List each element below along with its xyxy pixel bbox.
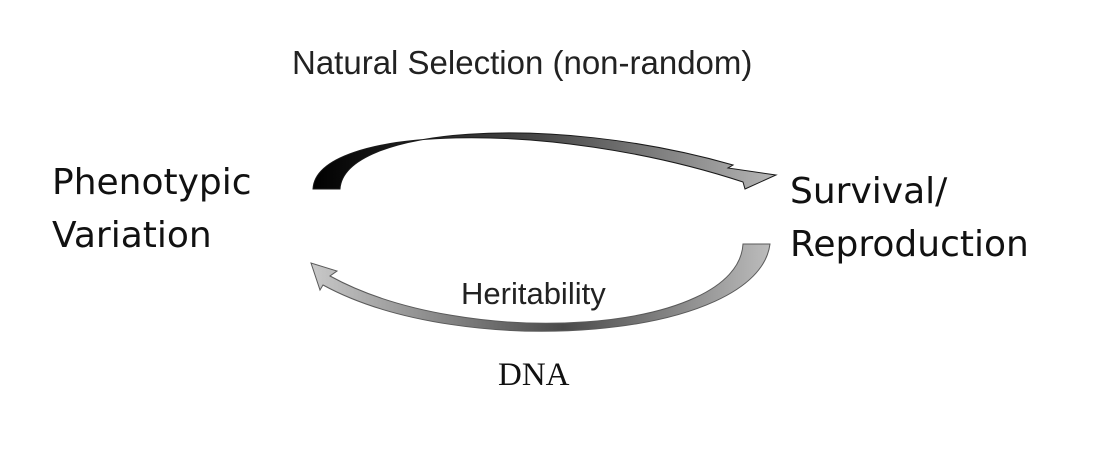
selection-arrow [312,132,778,190]
dna-label: DNA [498,357,570,393]
survival-reproduction-line-1: Survival/ [790,171,948,212]
phenotypic-variation-line-1: Phenotypic [52,162,252,203]
heritability-arrow [310,243,771,332]
natural-selection-label: Natural Selection (non-random) [292,44,753,81]
phenotypic-variation-label: Phenotypic Variation [52,157,252,262]
survival-reproduction-label: Survival/ Reproduction [790,166,1029,271]
phenotypic-variation-line-2: Variation [52,214,212,256]
survival-reproduction-line-2: Reproduction [790,223,1029,265]
heritability-label: Heritability [461,276,606,311]
